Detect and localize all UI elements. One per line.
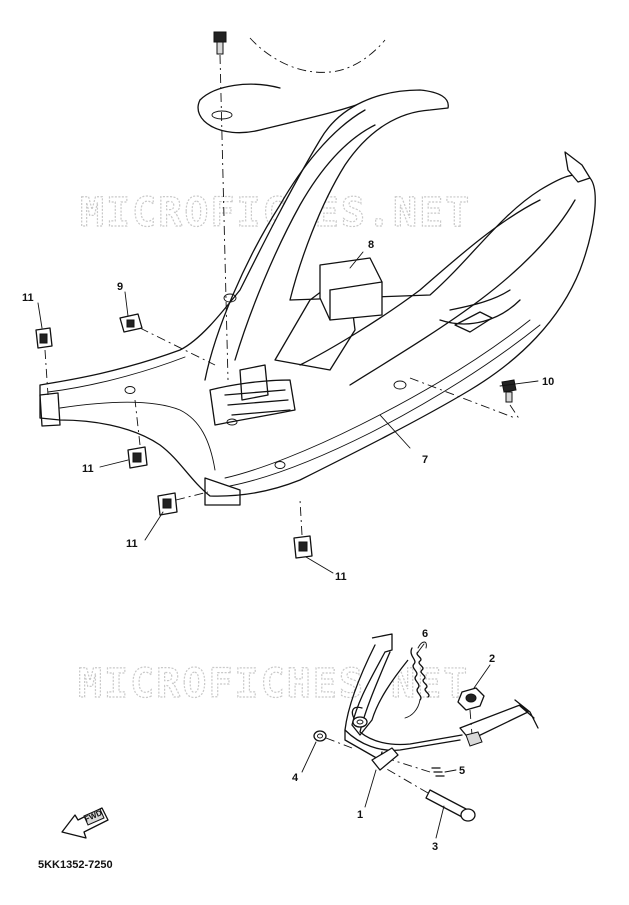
rubber-mat-part <box>319 257 383 321</box>
callout-11-left: 11 <box>82 463 94 475</box>
diagram-code: 5KK1352-7250 <box>38 859 113 871</box>
upper-leader-lines <box>37 251 539 574</box>
callout-9: 9 <box>117 281 123 293</box>
floor-panel-drawing <box>39 37 596 506</box>
screw-10-part <box>409 377 521 421</box>
clip-nut-11-c <box>157 491 209 516</box>
spring-6-part <box>404 641 430 719</box>
callout-1: 1 <box>357 809 363 821</box>
clip-nut-11-d <box>293 499 313 559</box>
callout-4: 4 <box>292 772 299 784</box>
callout-3: 3 <box>432 841 438 853</box>
forward-arrow-icon: FWD <box>61 807 109 839</box>
washer-4-part <box>313 730 353 749</box>
cotter-pin-5-part <box>391 759 445 777</box>
callout-5: 5 <box>459 765 465 777</box>
clip-nut-11-a <box>35 327 53 396</box>
callout-11-bottom: 11 <box>335 571 347 583</box>
watermark-bottom: MICROFICHES.NET <box>78 661 469 707</box>
callout-10: 10 <box>542 376 554 388</box>
center-stand-drawing <box>344 633 539 771</box>
callout-11-top-left: 11 <box>22 292 34 304</box>
callout-7: 7 <box>422 454 428 466</box>
nut-2-part <box>457 687 485 747</box>
shaft-3-part <box>384 767 476 822</box>
callout-8: 8 <box>368 239 374 251</box>
top-screw-part <box>213 31 229 381</box>
nut-9-part <box>119 313 216 366</box>
callout-11-bottom-left: 11 <box>126 538 138 550</box>
callout-2: 2 <box>489 653 495 665</box>
callout-6: 6 <box>422 628 428 640</box>
lower-leader-lines <box>301 643 491 839</box>
clip-nut-11-b <box>127 399 148 469</box>
